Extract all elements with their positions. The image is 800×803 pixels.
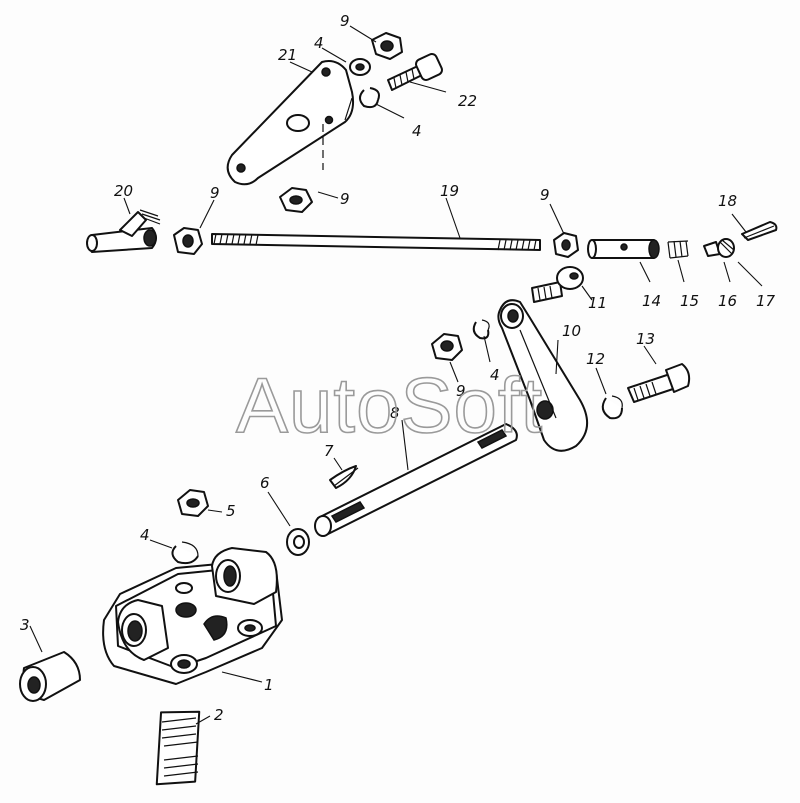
bushing-3 xyxy=(19,651,81,702)
callout-2: 2 xyxy=(214,706,224,724)
nut-9-lower xyxy=(279,124,324,213)
nut-9-lever xyxy=(431,333,463,361)
nut-5 xyxy=(177,489,209,517)
callout-3: 3 xyxy=(20,616,30,634)
ball-stud-11 xyxy=(531,266,584,303)
callout-17: 17 xyxy=(756,292,776,310)
washer-12 xyxy=(601,395,623,420)
callout-labels: 1 2 3 4 4 4 4 5 6 7 8 9 9 9 9 9 10 11 12… xyxy=(20,12,776,724)
washer-4-housing xyxy=(171,541,199,565)
washer-4-mid xyxy=(359,87,380,109)
spring-15 xyxy=(667,240,689,259)
callout-9-lower: 9 xyxy=(340,190,350,208)
callout-4-mid: 4 xyxy=(412,122,422,140)
callout-4-lever: 4 xyxy=(490,366,500,384)
callout-9-rod-left: 9 xyxy=(210,184,220,202)
nut-9-rod-left xyxy=(173,227,203,255)
callout-6: 6 xyxy=(260,474,270,492)
callout-5: 5 xyxy=(226,502,236,520)
washer-4-top xyxy=(349,58,371,76)
callout-1: 1 xyxy=(264,676,274,694)
washer-6 xyxy=(286,528,310,556)
callout-21: 21 xyxy=(278,46,297,64)
callout-9-rod-right: 9 xyxy=(540,186,550,204)
bolt-22 xyxy=(387,53,443,91)
callout-4-housing: 4 xyxy=(140,526,150,544)
callout-4-top: 4 xyxy=(314,34,324,52)
callout-19: 19 xyxy=(440,182,459,200)
callout-14: 14 xyxy=(642,292,661,310)
sleeve-14 xyxy=(587,239,660,259)
callout-15: 15 xyxy=(680,292,699,310)
callout-20: 20 xyxy=(114,182,133,200)
bracket-21 xyxy=(226,60,355,186)
key-7 xyxy=(329,465,359,489)
callout-7: 7 xyxy=(324,442,334,460)
housing-1 xyxy=(102,547,283,685)
washer-4-lever xyxy=(472,319,490,340)
callout-8: 8 xyxy=(390,404,400,422)
callout-10: 10 xyxy=(562,322,581,340)
stud-2 xyxy=(155,710,201,786)
callout-11: 11 xyxy=(588,294,607,312)
shaft-8 xyxy=(314,423,518,537)
nut-9-top xyxy=(371,32,403,60)
lever-10 xyxy=(497,299,588,452)
callout-16: 16 xyxy=(718,292,737,310)
callout-13: 13 xyxy=(636,330,655,348)
bolt-13 xyxy=(627,363,691,403)
cotter-pin-18 xyxy=(741,221,778,241)
callout-18: 18 xyxy=(718,192,737,210)
ball-pin-16 xyxy=(703,238,735,258)
callout-9-top: 9 xyxy=(340,12,350,30)
rod-19 xyxy=(211,233,541,251)
watermark-text: AutoSoft xyxy=(236,361,543,449)
callout-12: 12 xyxy=(586,350,605,368)
leader-lines xyxy=(29,25,763,725)
clevis-20 xyxy=(86,209,161,253)
callout-9-lever: 9 xyxy=(456,382,466,400)
nut-9-rod-right xyxy=(553,232,579,258)
callout-22: 22 xyxy=(458,92,477,110)
